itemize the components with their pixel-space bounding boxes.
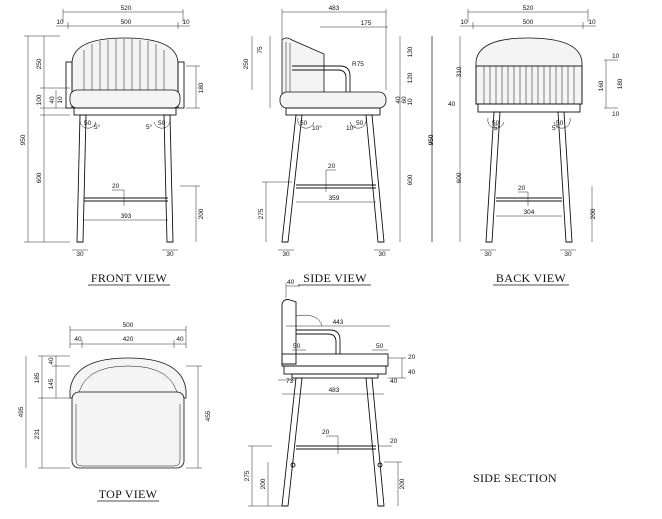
section-base-depth: 483 [329,387,340,394]
front-angle-right: 5° [146,123,153,131]
top-edge-left: 40 [74,336,82,343]
front-total-height: 950 [20,134,27,145]
back-inner-width: 500 [523,19,534,26]
side-leg-height: 600 [407,174,414,185]
side-view-title: SIDE VIEW [303,271,367,285]
front-frame-detail: 10 [57,96,64,104]
side-overall-depth: 483 [329,5,340,12]
back-edge-left: 10 [460,19,468,26]
front-joint-left: 50 [84,120,92,127]
front-overall-width: 520 [121,5,132,12]
top-view: 500 40 420 40 495 185 231 40 145 455 TOP… [18,322,212,502]
top-back-inner: 145 [48,378,55,389]
back-leg-height: 600 [456,172,463,183]
back-side-d: 10 [612,111,620,118]
back-stretcher-width: 304 [524,209,535,216]
back-view: 520 500 10 10 950 310 40 600 10 160 180 … [428,5,624,286]
front-stretcher-width: 393 [121,213,132,220]
front-arm-height: 180 [198,82,205,93]
section-leg-left: 200 [260,478,267,489]
back-joint-right: 50 [556,120,564,127]
back-side-b: 160 [598,80,605,91]
section-base-left: 73 [286,378,294,385]
top-seat-depth: 231 [34,428,41,439]
front-view: 520 500 10 10 950 250 100 600 40 10 180 … [20,5,205,286]
top-view-title: TOP VIEW [99,487,158,501]
back-side-a: 10 [612,53,620,60]
back-foot-left: 30 [484,251,492,258]
front-seat-thickness: 40 [49,96,56,104]
side-angle-left: 10° [312,124,322,132]
side-foot-left: 30 [282,251,290,258]
front-foot-right: 30 [166,251,174,258]
back-back-height: 310 [456,66,463,77]
top-total-depth: 495 [18,406,25,417]
side-view: 483 175 75 250 275 130 120 40 60 10 600 … [243,5,435,286]
back-stretcher-height: 200 [590,208,597,219]
back-foot-right: 30 [564,251,572,258]
top-edge-right: 40 [176,336,184,343]
back-edge-right: 10 [588,19,596,26]
side-foot-right: 30 [378,251,386,258]
back-seat-detail: 40 [448,101,456,108]
top-inner-width: 420 [123,336,134,343]
front-angle-left: 5° [94,123,101,131]
back-joint-left: 50 [492,120,500,127]
side-section: 40 443 50 50 20 40 40 73 483 20 [244,279,557,507]
side-joint-left: 50 [300,120,308,127]
section-title: SIDE SECTION [473,471,557,485]
front-stretcher-tube: 20 [112,183,120,190]
back-angle-left: 5° [494,124,501,132]
section-back-top: 40 [287,279,295,286]
section-seat-front-c: 40 [390,378,398,385]
back-side-c: 180 [617,78,624,89]
side-back-depth: 175 [361,20,372,27]
top-seat-right: 455 [205,410,212,421]
front-back-height: 250 [36,58,43,69]
front-arm-gap: 100 [36,94,43,105]
side-radius: R75 [352,61,364,68]
front-edge-left: 10 [56,19,64,26]
side-stretcher-tube: 20 [328,163,336,170]
side-stretcher-depth: 359 [329,195,340,202]
top-rim: 40 [48,357,55,365]
section-arm-depth: 443 [333,319,344,326]
section-stretcher-height: 275 [244,470,251,481]
back-overall-width: 520 [523,5,534,12]
side-angle-right: 10° [346,124,356,132]
back-stretcher-tube: 20 [518,185,526,192]
top-back-depth: 185 [34,372,41,383]
side-total-height: 950 [428,134,435,145]
side-arm-right: 120 [407,72,414,83]
side-stretcher-height: 275 [258,208,265,219]
section-seat-front-a: 20 [408,354,416,361]
front-inner-width: 500 [121,19,132,26]
section-seat-front-b: 40 [408,369,416,376]
back-total-height: 950 [428,134,435,145]
side-seat-right-b: 60 [401,96,408,104]
front-leg-height: 600 [36,172,43,183]
side-back-right: 130 [407,46,414,57]
section-stretcher-tube: 20 [322,429,330,436]
front-edge-right: 10 [182,19,190,26]
top-overall-width: 500 [123,322,134,329]
section-stretcher-right: 20 [390,438,398,445]
front-joint-right: 50 [158,120,166,127]
side-seat-right-a: 40 [395,96,402,104]
side-seat-right-c: 10 [407,98,414,106]
side-back-height: 250 [243,58,250,69]
front-stretcher-height: 200 [198,208,205,219]
section-leg-right: 200 [399,478,406,489]
section-arm-right: 50 [376,343,384,350]
side-joint-right: 50 [356,120,364,127]
front-foot-left: 30 [76,251,84,258]
back-view-title: BACK VIEW [496,271,567,285]
side-top-detail: 75 [257,46,264,54]
section-arm-left: 50 [293,343,301,350]
front-view-title: FRONT VIEW [91,271,168,285]
back-angle-right: 5° [552,124,559,132]
